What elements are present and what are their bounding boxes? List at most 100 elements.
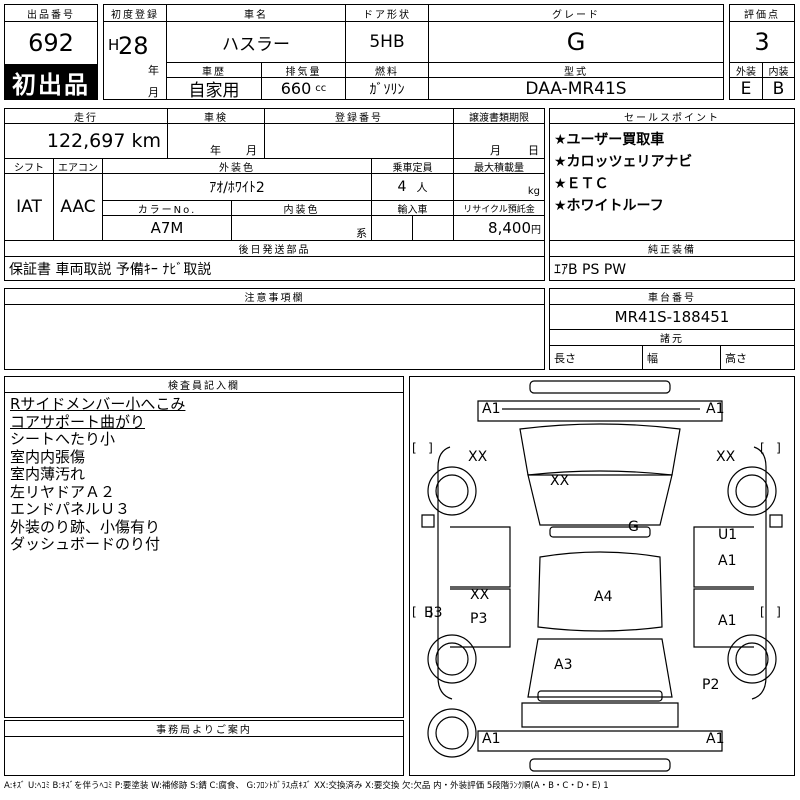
width-label: 幅 [642, 345, 721, 370]
score-label: 評価点 [729, 4, 795, 22]
year-unit: 年 [148, 64, 159, 77]
color-number-label: カラーNo. [102, 200, 232, 216]
interior-label: 内装 [762, 62, 795, 78]
hood [519, 423, 681, 476]
sales-point-item: ★ホワイトルーフ [554, 198, 664, 214]
length-label: 長さ [549, 345, 643, 370]
transfer-month-unit: 月 [490, 144, 501, 157]
sales-point-item: ★カロッツェリアナビ [554, 154, 693, 170]
damage-mark-left-rear-door: XX [470, 587, 490, 603]
import-label: 輸入車 [371, 200, 454, 216]
capacity-value: 4 [397, 179, 407, 195]
later-parts: 保証書 車両取説 予備ｷｰ ﾅﾋﾞ取説 [4, 256, 545, 281]
inspection-year-unit: 年 [210, 144, 221, 157]
rear-bumper-bottom [529, 758, 671, 772]
rear-end [477, 730, 723, 752]
damage-mark-right-rear-door: A1 [718, 613, 737, 629]
inspector-line: Rサイドメンバー小へこみ [10, 395, 186, 413]
max-load-label: 最大積載量 [453, 158, 545, 174]
rear-panel [521, 702, 679, 728]
displacement: 660 cc [261, 77, 346, 100]
bracket-right-top: [ ] [760, 441, 781, 455]
later-parts-label: 後日発送部品 [4, 240, 545, 257]
interior-color-label: 内装色 [231, 200, 372, 216]
inspector-line: 室内薄汚れ [10, 465, 86, 483]
right-side [751, 446, 767, 700]
damage-mark-hood: XX [550, 473, 570, 489]
history: 自家用 [166, 77, 262, 100]
aircon: AAC [53, 173, 103, 241]
exterior-label: 外装 [729, 62, 763, 78]
damage-mark-rear-right: A1 [706, 731, 725, 747]
inspector-lines: Rサイドメンバー小へこみ コアサポート曲がり シートへたり小 室内内張傷 室内薄… [10, 395, 186, 554]
lot-number: 692 [4, 21, 98, 65]
registration-number [264, 123, 454, 159]
front-right-wheel [727, 466, 777, 516]
cowl [549, 526, 651, 538]
kg-unit: kg [527, 186, 540, 197]
damage-mark-windshield: G [628, 519, 639, 535]
damage-mark-front-left: A1 [482, 401, 501, 417]
right-rear-door [693, 588, 754, 648]
inspector-line: シートへたり小 [10, 430, 116, 448]
displacement-label: 排気量 [261, 62, 346, 78]
left-side [437, 446, 453, 700]
displacement-value: 660 [280, 79, 312, 98]
sales-point-item: ★ユーザー買取車 [554, 132, 665, 148]
score: 3 [729, 21, 795, 63]
door-label: ドア形状 [345, 4, 429, 22]
equipment-label: 純正装備 [549, 240, 795, 257]
roof [537, 551, 663, 632]
inspector-line: ダッシュボードのり付 [10, 535, 161, 553]
rear-right-wheel-inner [735, 642, 769, 676]
chassis-number: MR41S-188451 [549, 304, 795, 330]
registration-year: 28 [118, 32, 149, 60]
left-rear-door [450, 588, 511, 648]
right-front-door [693, 526, 754, 588]
front-end [477, 400, 723, 422]
kei-unit: 系 [356, 227, 367, 240]
sales-point-item: ★ＥＴＣ [554, 176, 609, 192]
front-bumper-top [529, 380, 671, 394]
history-label: 車歴 [166, 62, 262, 78]
registration-number-label: 登録番号 [264, 108, 454, 124]
inspector-line: コアサポート曲がり [10, 412, 146, 431]
sales-point-box: ★ユーザー買取車 ★カロッツェリアナビ ★ＥＴＣ ★ホワイトルーフ [549, 123, 795, 241]
capacity-label: 乗車定員 [371, 158, 454, 174]
recycle-label: リサイクル預託金 [453, 200, 545, 216]
lot-number-label: 出品番号 [4, 4, 98, 22]
left-front-door [450, 526, 511, 588]
car-name-label: 車名 [166, 4, 346, 22]
damage-mark-left-quarter: B3 [424, 605, 443, 621]
car-name: ハスラー [166, 21, 346, 63]
bracket-right-bottom: [ ] [760, 605, 781, 619]
damage-legend: A:ｷｽﾞ U:ﾍｺﾐ B:ｷｽﾞを伴うﾍｺﾐ P:要塗装 W:補修跡 S:錆 … [4, 781, 609, 791]
import-box-1 [371, 215, 413, 241]
transfer-deadline: 月 日 [453, 123, 545, 159]
rear-glass [527, 638, 673, 698]
rear-left-wheel-inner [435, 642, 469, 676]
color-number: A7M [102, 215, 232, 241]
notes-label: 注意事項欄 [4, 288, 545, 305]
office-info-box [4, 736, 404, 776]
first-listing-badge: 初出品 [4, 64, 98, 100]
mileage: 122,697 km [4, 123, 168, 159]
inspection-month-unit: 月 [246, 144, 257, 157]
fuel: ｶﾞｿﾘﾝ [345, 77, 429, 100]
left-mirror [421, 514, 435, 528]
notes-box [4, 304, 545, 370]
model-code: DAA-MR41S [428, 77, 724, 100]
car-outline [421, 380, 783, 772]
shift-label: シフト [4, 158, 54, 174]
door-type: 5HB [345, 21, 429, 63]
inspector-notes: Rサイドメンバー小へこみ コアサポート曲がり シートへたり小 室内内張傷 室内薄… [4, 392, 404, 718]
inspector-label: 検査員記入欄 [4, 376, 404, 393]
front-left-wheel [427, 466, 477, 516]
damage-mark-front-right: A1 [706, 401, 725, 417]
damage-mark-rear-glass: A3 [554, 657, 573, 673]
recycle-fee: 8,400 円 [453, 215, 545, 241]
damage-mark-right-fender: XX [716, 449, 736, 465]
tailgate-trim [537, 690, 663, 702]
yen-unit: 円 [531, 224, 541, 236]
spare-wheel [427, 708, 477, 758]
